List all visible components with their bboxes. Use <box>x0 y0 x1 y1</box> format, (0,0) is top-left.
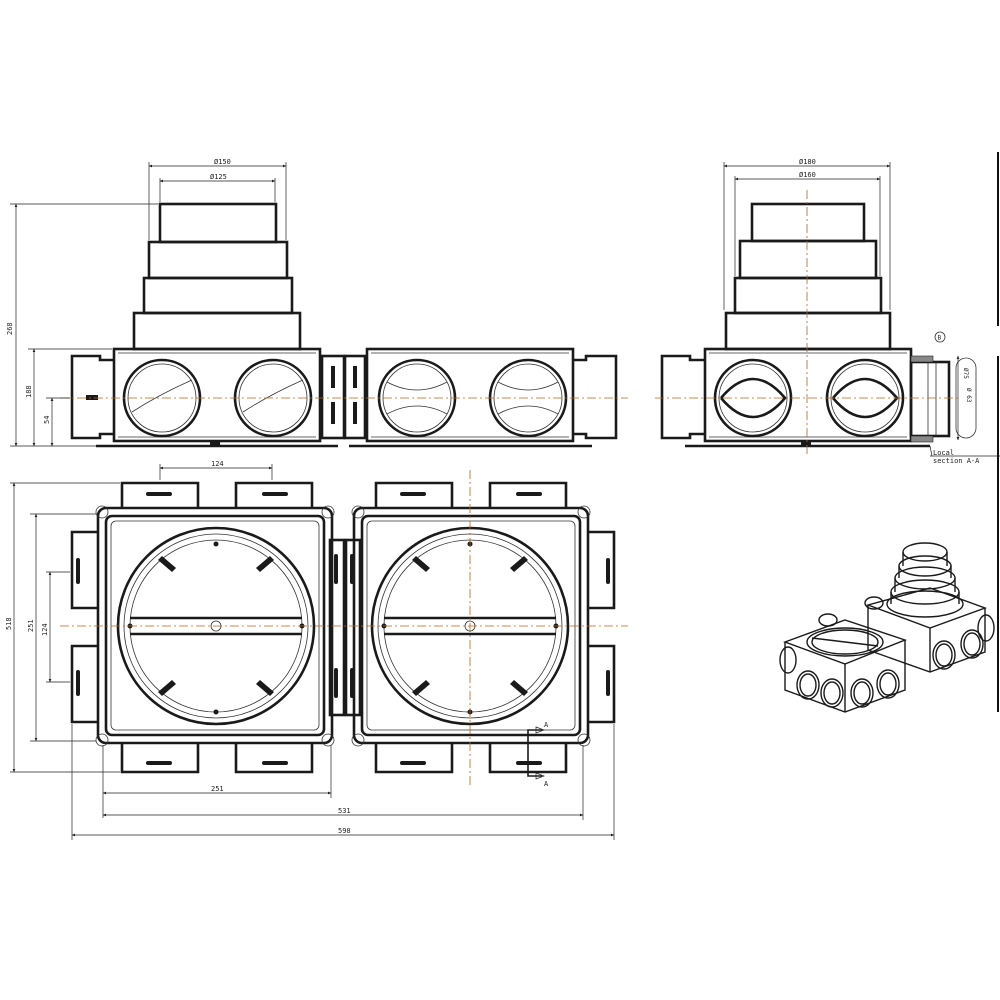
front-coupling <box>320 354 367 440</box>
local-section-label-line2: section A-A <box>933 457 980 465</box>
front-dimensions <box>10 162 287 447</box>
isometric-view <box>779 542 995 713</box>
front-box-left <box>70 347 338 448</box>
side-dimensions <box>723 162 1000 457</box>
dim-height-188: 188 <box>25 385 33 398</box>
front-box-right <box>349 347 618 448</box>
plan-view <box>10 464 628 840</box>
dim-width-598: 598 <box>338 827 351 835</box>
side-spigot-reducer <box>724 202 892 351</box>
detail-circle-label: B <box>938 335 942 342</box>
front-spigot-reducer <box>132 202 302 351</box>
plan-box-left <box>70 481 335 774</box>
dim-height-251: 251 <box>27 619 35 632</box>
dim-height-124-side: 124 <box>41 623 49 636</box>
front-view <box>10 162 628 448</box>
local-section-label-line1: Local <box>933 449 954 457</box>
dim-height-268: 268 <box>6 322 14 335</box>
dim-d150: Ø150 <box>214 158 231 166</box>
detail-dim-outer: Ø75 <box>962 368 969 379</box>
side-view <box>655 162 1000 457</box>
dim-d180: Ø180 <box>799 158 816 166</box>
section-marker-bottom: A <box>544 780 549 788</box>
dim-width-251: 251 <box>211 785 224 793</box>
dim-width-531: 531 <box>338 807 351 815</box>
section-marker-top: A <box>544 721 549 729</box>
plan-coupling <box>328 538 362 717</box>
section-cut-marker <box>527 726 545 780</box>
dim-height-518: 518 <box>5 617 13 630</box>
detail-circle-marker <box>934 331 946 343</box>
plan-box-right <box>351 481 616 774</box>
plan-dimensions <box>10 464 615 840</box>
side-box <box>660 347 930 448</box>
dim-height-54: 54 <box>43 416 51 424</box>
detail-dim-inner: Ø 63 <box>965 388 972 403</box>
dim-d125: Ø125 <box>210 173 227 181</box>
dim-width-124-top: 124 <box>211 460 224 468</box>
dim-d160: Ø160 <box>799 171 816 179</box>
